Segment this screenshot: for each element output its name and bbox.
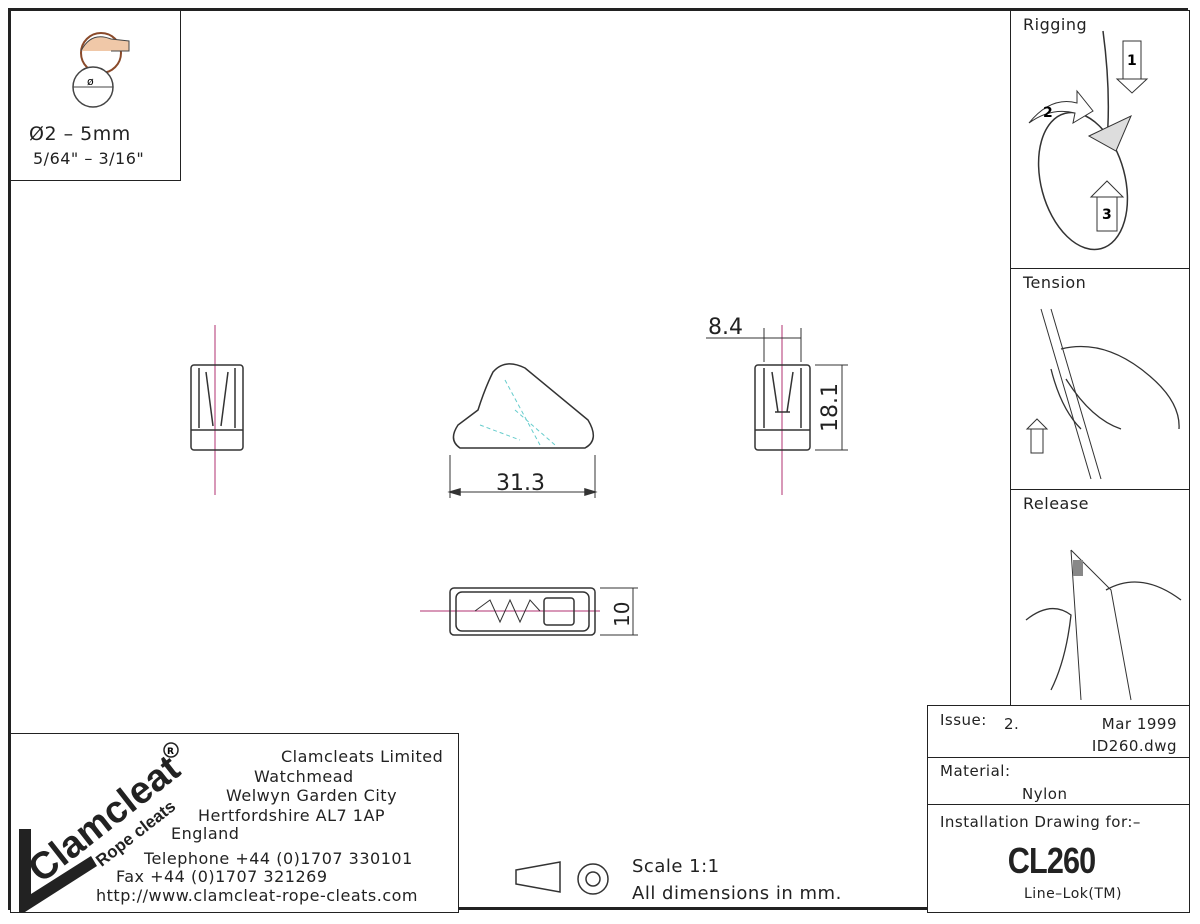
release-label: Release <box>1023 494 1090 513</box>
tension-illustration <box>1025 308 1180 480</box>
rigging-illustration: 1 2 3 <box>1028 30 1149 251</box>
svg-text:R: R <box>167 747 174 757</box>
release-illustration <box>1025 549 1182 701</box>
rope-size-imperial: 5/64" – 3/16" <box>33 149 145 168</box>
address-line: Hertfordshire AL7 1AP <box>198 806 386 825</box>
step-3-label: 3 <box>1102 207 1112 223</box>
rigging-panel: Rigging 1 2 3 <box>1010 10 1190 270</box>
divider <box>928 804 1189 805</box>
scale-text: Scale 1:1 <box>632 856 720 877</box>
product-name: Line–Lok(TM) <box>1024 886 1122 902</box>
telephone: Telephone +44 (0)1707 330101 <box>144 849 413 868</box>
company-name: Clamcleats Limited <box>281 747 444 766</box>
issue-label: Issue: <box>940 711 987 729</box>
drawing-for-label: Installation Drawing for:– <box>940 813 1141 831</box>
rope-size-metric: Ø2 – 5mm <box>29 123 131 145</box>
issue-value: 2. <box>1004 715 1020 733</box>
website-link[interactable]: http://www.clamcleat-rope-cleats.com <box>96 886 419 905</box>
tension-panel: Tension <box>1010 268 1190 491</box>
address-line: Welwyn Garden City <box>226 786 398 805</box>
rope-diameter-icon: ø <box>72 32 130 108</box>
material-label: Material: <box>940 762 1011 780</box>
file-name: ID260.dwg <box>1091 737 1177 755</box>
company-box: Clamcleat Rope cleats R Clamcleats Limit… <box>10 733 459 913</box>
step-2-label: 2 <box>1043 105 1053 121</box>
part-number: CL260 <box>1007 840 1096 881</box>
divider <box>928 757 1189 758</box>
material-value: Nylon <box>1022 785 1068 803</box>
fax: Fax +44 (0)1707 321269 <box>116 867 328 886</box>
clamcleat-logo: Clamcleat Rope cleats R <box>19 742 188 912</box>
svg-text:ø: ø <box>87 75 94 88</box>
step-1-label: 1 <box>1127 53 1137 69</box>
release-panel: Release <box>1010 489 1190 707</box>
title-block: Issue: 2. Mar 1999 ID260.dwg Material: N… <box>927 705 1190 913</box>
issue-date: Mar 1999 <box>1101 715 1177 733</box>
units-text: All dimensions in mm. <box>632 883 842 904</box>
rigging-label: Rigging <box>1023 15 1088 34</box>
tension-label: Tension <box>1023 273 1087 292</box>
address-line: Watchmead <box>254 767 354 786</box>
address-line: England <box>171 824 240 843</box>
rope-size-box: ø Ø2 – 5mm 5/64" – 3/16" <box>10 10 181 181</box>
